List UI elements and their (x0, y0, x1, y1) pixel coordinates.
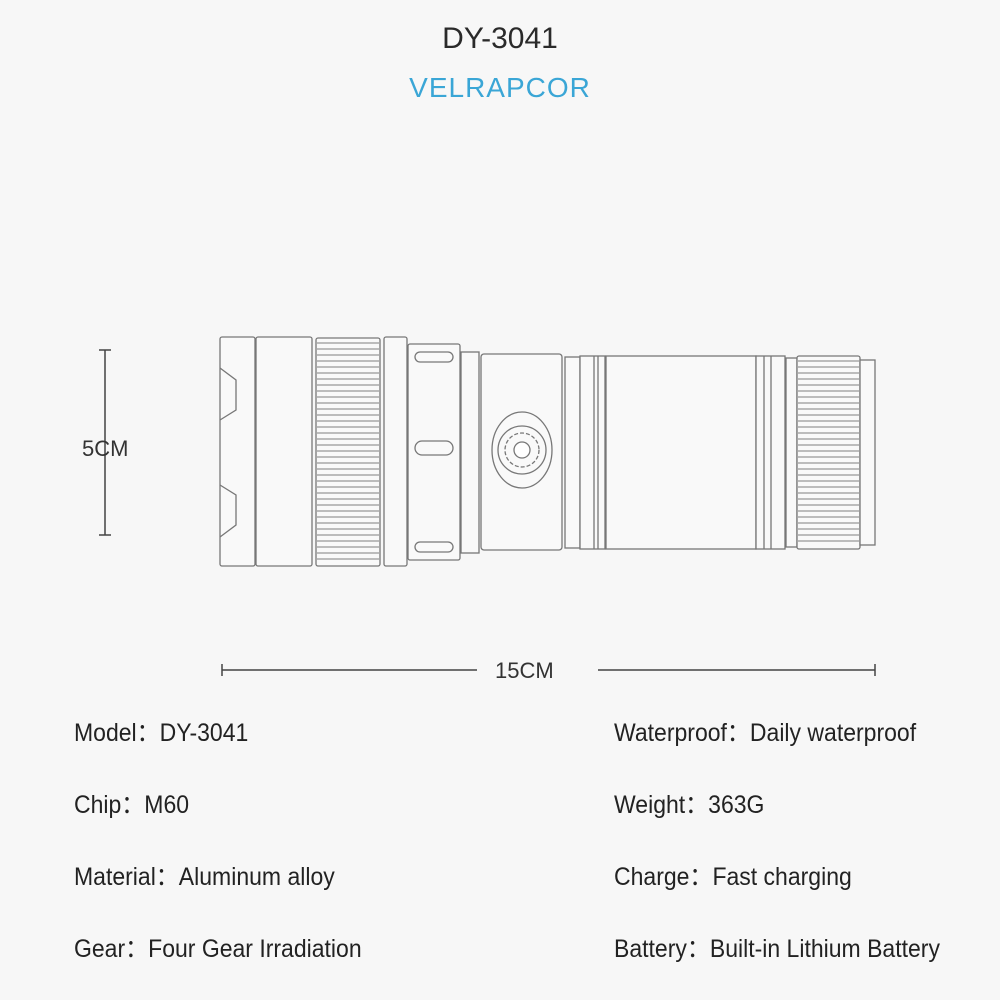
head-ring (219, 336, 256, 567)
bezel (255, 336, 313, 567)
length-label: 15CM (495, 658, 554, 683)
model-title: DY-3041 (442, 22, 558, 55)
spec-waterproof: Waterproof：Daily waterproof (614, 719, 917, 747)
tail-cap (859, 359, 876, 546)
spec-gear: Gear：Four Gear Irradiation (74, 935, 362, 963)
neck (460, 351, 480, 554)
brand-name: VELRAPCOR (409, 72, 591, 103)
grooves-front (579, 355, 606, 550)
spec-charge: Charge：Fast charging (614, 863, 852, 891)
flashlight-drawing (219, 336, 876, 567)
collar-ring (383, 336, 408, 567)
collar (407, 343, 461, 561)
spec-weight: Weight：363G (614, 791, 765, 819)
spec-model: Model：DY-3041 (74, 719, 249, 747)
dimension-lines (99, 349, 876, 676)
tube-ring (564, 356, 581, 549)
battery-tube (605, 355, 757, 550)
head-knurl (315, 337, 381, 567)
spec-chip: Chip：M60 (74, 791, 190, 819)
height-label: 5CM (82, 436, 129, 461)
spec-material: Material：Aluminum alloy (74, 863, 335, 891)
spec-battery: Battery：Built-in Lithium Battery (614, 935, 940, 963)
tail-ring (785, 357, 798, 548)
switch-outer (491, 411, 553, 489)
